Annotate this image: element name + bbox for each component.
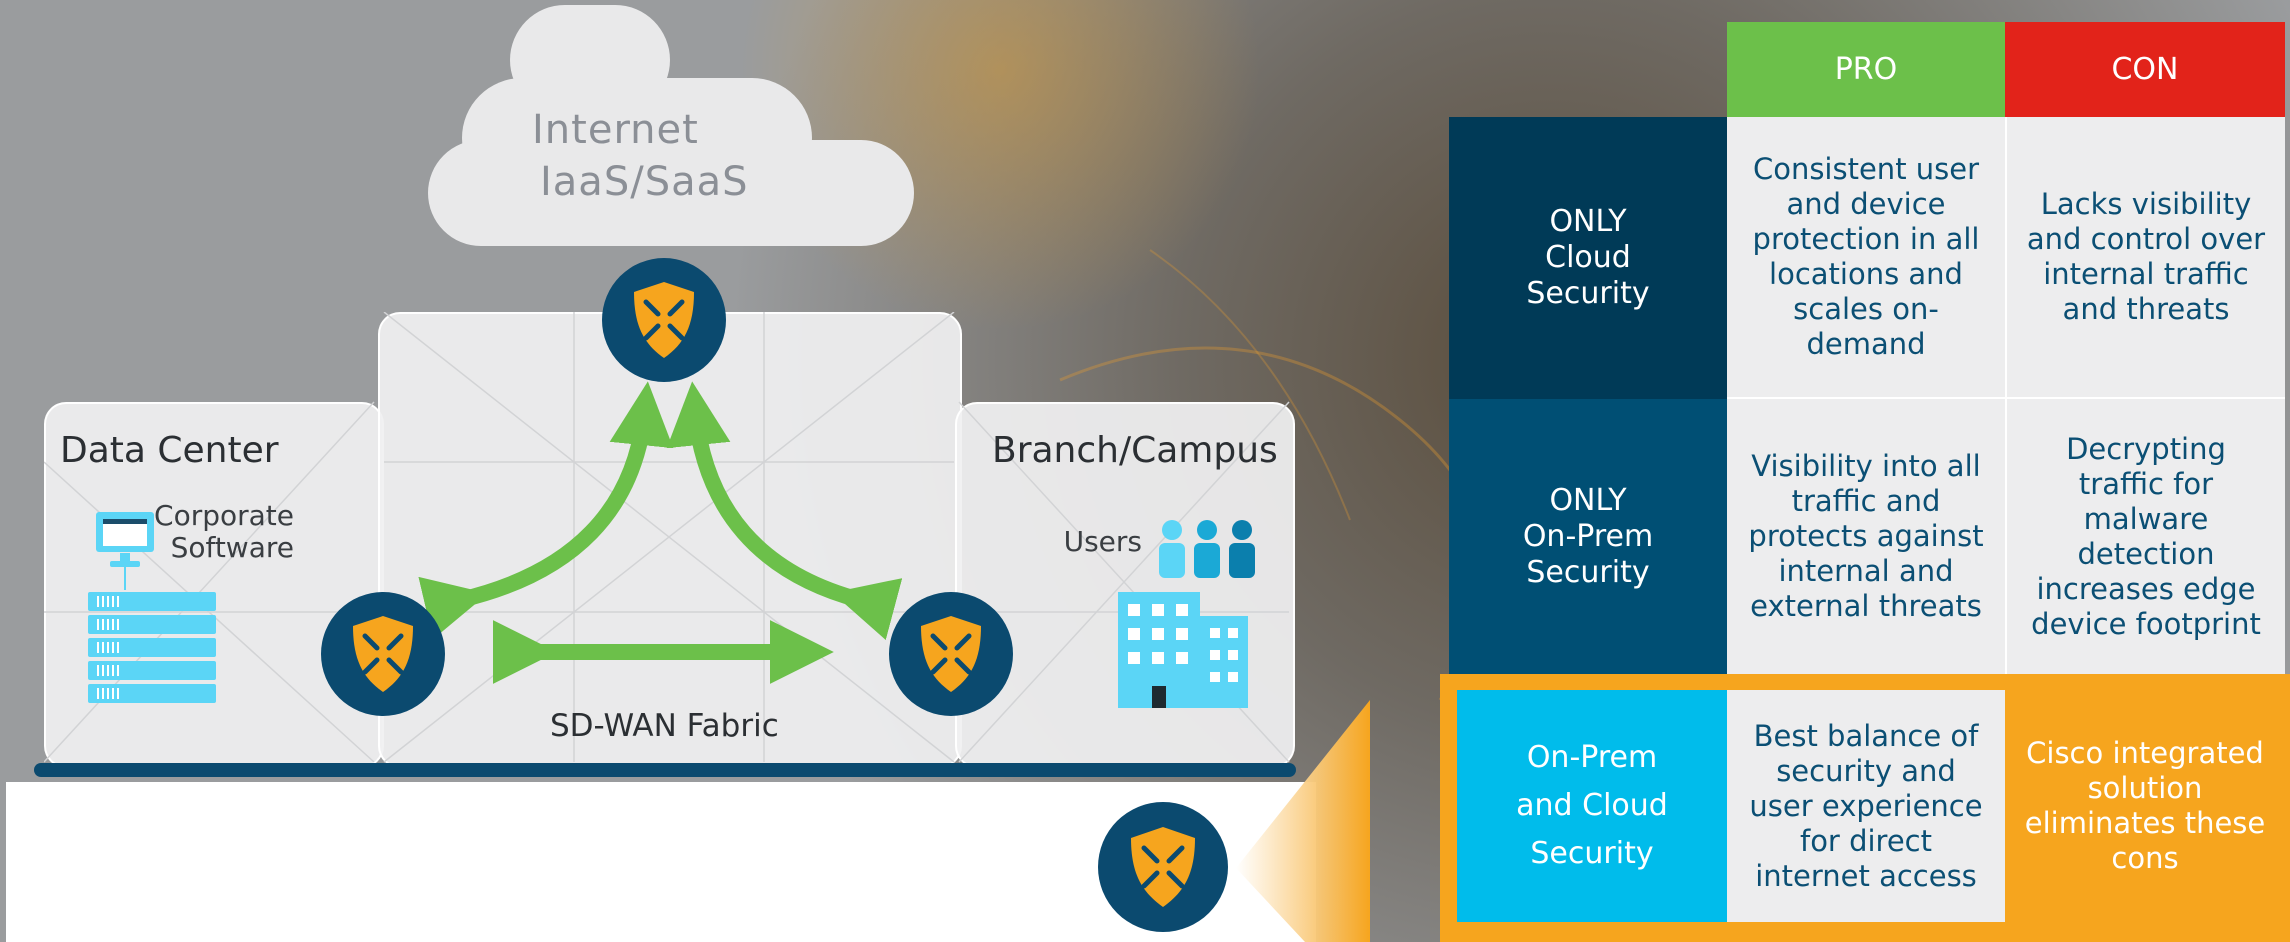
corporate-software-label: Corporate Software	[154, 499, 294, 564]
cloud-line-1: Internet	[532, 107, 699, 153]
branch-title: Branch/Campus	[992, 430, 1278, 471]
computer-icon	[96, 512, 154, 567]
server-rack-icon	[88, 592, 216, 703]
pro-cell-hybrid: Best balance of security and user experi…	[1727, 690, 2005, 922]
arrow-branch-internet	[666, 381, 903, 641]
cloud-line-2: IaaS/SaaS	[540, 159, 749, 205]
shield-router-icon	[889, 592, 1013, 716]
pro-header: PRO	[1727, 22, 2005, 117]
pro-cell-cloud: Consistent user and device protection in…	[1727, 117, 2005, 399]
shield-router-icon	[321, 592, 445, 716]
con-cell-cloud: Lacks visibility and control over intern…	[2005, 117, 2285, 399]
users-icon	[1159, 520, 1255, 578]
con-cell-hybrid: Cisco integrated solution eliminates the…	[2005, 690, 2285, 922]
sd-wan-fabric-label: SD-WAN Fabric	[550, 708, 779, 744]
internet-cloud	[428, 5, 914, 246]
pro-cell-onprem: Visibility into all traffic and protects…	[1727, 399, 2005, 674]
building-icon	[1118, 592, 1248, 708]
shield-router-icon	[1098, 802, 1228, 932]
shield-router-icon	[602, 258, 726, 382]
con-header: CON	[2005, 22, 2285, 117]
users-label: Users	[1063, 525, 1142, 558]
data-center-title: Data Center	[60, 430, 279, 471]
arrow-dc-internet	[418, 381, 674, 640]
data-center-panel	[44, 402, 384, 768]
traffic-arrows	[418, 381, 903, 684]
con-cell-onprem: Decrypting traffic for malware detection…	[2005, 399, 2285, 674]
base-line	[34, 763, 1296, 777]
server-link	[124, 566, 126, 590]
